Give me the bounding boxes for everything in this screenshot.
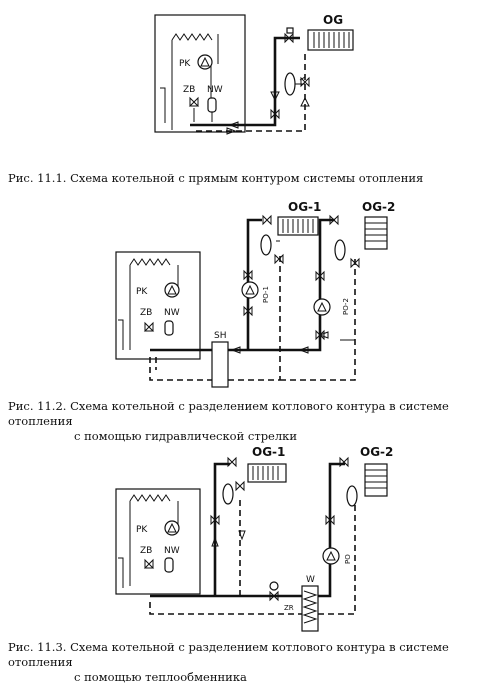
radiator-og2 [364, 216, 388, 250]
caption-fig-2-cont: с помощью гидравлической стрелки [74, 429, 298, 443]
valve-icon [210, 456, 245, 526]
label-pk: PK [136, 525, 148, 535]
label-og1: OG-1 [252, 445, 285, 459]
label-w: W [306, 575, 315, 585]
label-nw: NW [207, 85, 223, 95]
label-sh: SH [214, 331, 226, 341]
label-og1: OG-1 [288, 200, 321, 214]
expansion-vessel-icon-1 [222, 483, 234, 505]
mixing-valve-icon [269, 590, 279, 602]
caption-fig-1: Рис. 11.1. Схема котельной с прямым конт… [8, 171, 423, 186]
label-nw: NW [164, 308, 180, 318]
radiator-og1 [247, 463, 287, 483]
figure-2-diagram: PK ZB NW SH OG-1 PO-1 OG-2 PO-2 [115, 200, 395, 388]
boiler [154, 14, 246, 133]
safety-valve-icon [143, 321, 155, 332]
valve-icon [284, 32, 294, 44]
pump-po1-icon [241, 281, 259, 299]
label-og: OG [323, 13, 343, 27]
label-pk: PK [179, 59, 191, 69]
label-zb: ZB [140, 308, 152, 318]
figure-3-diagram: PK ZB NW W ZR OG-1 OG-2 PO [115, 445, 393, 632]
radiator-og [307, 29, 354, 51]
expansion-vessel-icon-2 [346, 485, 358, 507]
expansion-vessel-icon-1 [260, 234, 272, 256]
label-og2: OG-2 [360, 445, 393, 459]
safety-valve-icon [143, 558, 155, 569]
label-po: PO [344, 554, 352, 564]
hydraulic-separator [211, 341, 229, 388]
label-zr: ZR [284, 604, 294, 612]
boiler [115, 251, 201, 360]
label-og2: OG-2 [362, 200, 395, 214]
expansion-tank-icon [164, 557, 174, 573]
label-zb: ZB [140, 546, 152, 556]
pump-po-icon [322, 547, 340, 565]
expansion-vessel-icon [284, 72, 296, 96]
valve-icon [243, 253, 284, 317]
boiler [115, 488, 201, 595]
caption-fig-2: Рис. 11.2. Схема котельной с разделением… [8, 399, 496, 444]
expansion-tank-icon [207, 97, 217, 113]
heater-coil [171, 33, 213, 130]
radiator-og2 [364, 463, 388, 497]
expansion-tank-icon [164, 320, 174, 336]
ball-valve-icon [270, 76, 310, 120]
pump-po2-icon [313, 298, 331, 316]
figure-1-diagram: PK ZB NW OG [154, 13, 354, 135]
label-po2: PO-2 [342, 298, 350, 315]
caption-fig-3-text: Рис. 11.3. Схема котельной с разделением… [8, 640, 449, 669]
caption-fig-1-text: Рис. 11.1. Схема котельной с прямым конт… [8, 171, 424, 185]
caption-fig-2-text: Рис. 11.2. Схема котельной с разделением… [8, 399, 449, 428]
caption-fig-3: Рис. 11.3. Схема котельной с разделением… [8, 640, 496, 685]
expansion-vessel-icon-2 [334, 239, 346, 261]
label-pk: PK [136, 287, 148, 297]
label-po1: PO-1 [262, 286, 270, 303]
caption-fig-3-cont: с помощью теплообменника [74, 670, 247, 684]
label-nw: NW [164, 546, 180, 556]
safety-valve-icon [188, 96, 200, 107]
label-zb: ZB [183, 85, 195, 95]
